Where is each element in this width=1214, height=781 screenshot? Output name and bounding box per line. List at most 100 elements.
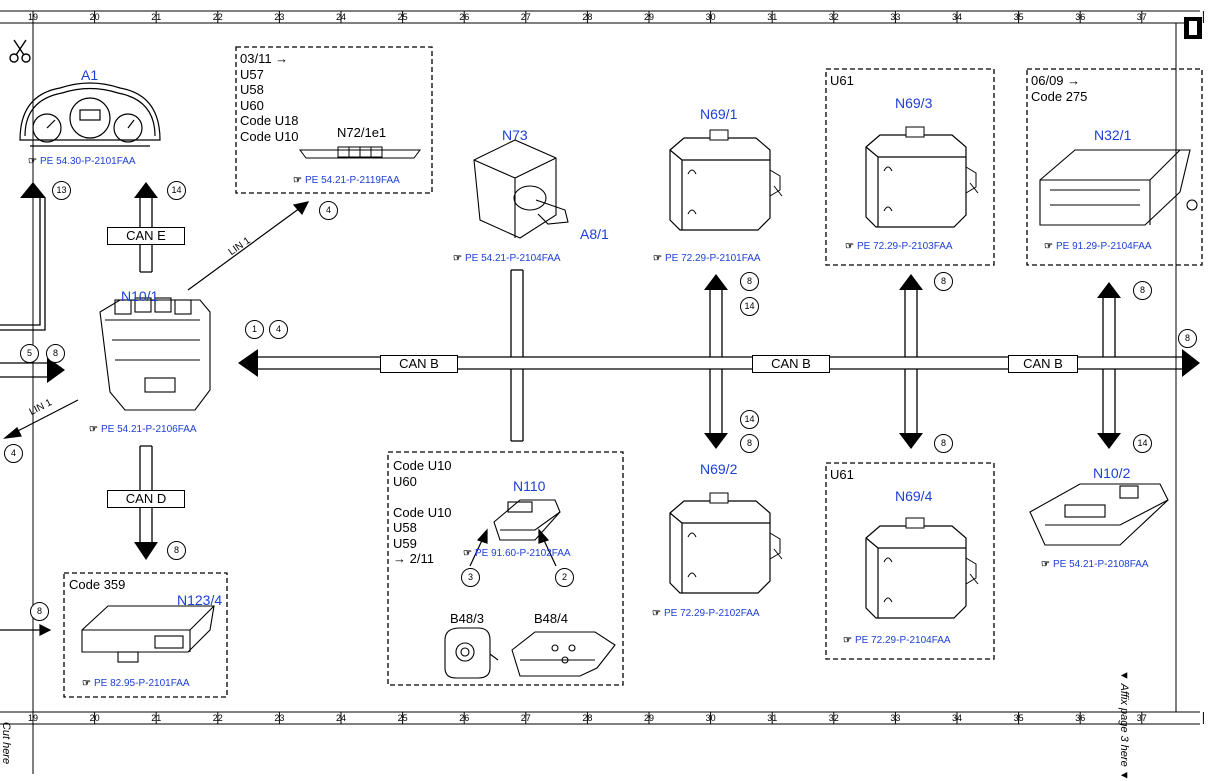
grid-tick-bottom: 35	[1013, 713, 1024, 723]
callout-8: 8	[30, 602, 49, 621]
pointer-icon: ☞	[1044, 241, 1053, 252]
n69-2-module-icon	[669, 492, 783, 594]
grid-tick-top: 35	[1013, 12, 1024, 22]
callout-14: 14	[167, 181, 186, 200]
n123-4-label: N123/4	[177, 592, 223, 608]
grid-tick-bottom: 28	[582, 713, 593, 723]
callout-2: 2	[555, 568, 574, 587]
n69-1-module-icon	[669, 129, 783, 231]
n32-1-ref[interactable]: ☞PE 91.29-P-2104FAA	[1044, 241, 1152, 252]
callout-13: 13	[52, 181, 71, 200]
grid-tick-bottom: 30	[705, 713, 716, 723]
manual-icon	[1184, 17, 1202, 39]
grid-tick-top: 26	[459, 12, 470, 22]
b48-3-sensor-icon	[444, 627, 499, 679]
can-left-bus	[0, 198, 46, 331]
grid-tick-top: 22	[212, 12, 223, 22]
n72-1e1-ref[interactable]: ☞PE 54.21-P-2119FAA	[293, 175, 400, 186]
n73-label: N73	[502, 127, 528, 143]
n123-4-ref[interactable]: ☞PE 82.95-P-2101FAA	[82, 678, 190, 689]
pointer-icon: ☞	[28, 156, 37, 167]
callout-8: 8	[740, 434, 759, 453]
callout-14: 14	[740, 297, 759, 316]
callout-5: 5	[20, 344, 39, 363]
can-b-label-1: CAN B	[380, 355, 458, 373]
grid-tick-bottom: 26	[459, 713, 470, 723]
n69-3-label: N69/3	[895, 95, 933, 111]
callout-14: 14	[740, 410, 759, 429]
grid-tick-top: 23	[274, 12, 285, 22]
grid-tick-bottom: 25	[397, 713, 408, 723]
affix-page-text: ▼ Affix page 3 here ▼	[1118, 670, 1130, 781]
callout-1: 1	[245, 320, 264, 339]
n73-ref[interactable]: ☞PE 54.21-P-2104FAA	[453, 253, 561, 264]
n69-2-label: N69/2	[700, 461, 738, 477]
callout-8: 8	[934, 434, 953, 453]
grid-tick-top: 31	[767, 12, 778, 22]
grid-tick-top: 20	[89, 12, 100, 22]
b48-4-sensor-icon	[511, 631, 616, 677]
n10-2-label: N10/2	[1093, 465, 1131, 481]
n110-module-icon	[493, 499, 561, 541]
pointer-icon: ☞	[653, 253, 662, 264]
can-b-label-2: CAN B	[752, 355, 830, 373]
grid-tick-bottom: 21	[151, 713, 162, 723]
n69-4-label: N69/4	[895, 488, 933, 504]
grid-tick-top: 36	[1075, 12, 1086, 22]
n69-1-label: N69/1	[700, 106, 738, 122]
n123-4-module-icon	[81, 605, 215, 663]
grid-tick-bottom: 24	[336, 713, 347, 723]
scissors-icon	[9, 39, 31, 63]
pointer-icon: ☞	[453, 253, 462, 264]
grid-tick-bottom: 34	[952, 713, 963, 723]
n72-1e1-label: N72/1e1	[337, 125, 387, 140]
n69-2-ref[interactable]: ☞PE 72.29-P-2102FAA	[652, 608, 760, 619]
pointer-icon: ☞	[843, 635, 852, 646]
dashed-boxes	[63, 46, 1203, 698]
pointer-icon: ☞	[82, 678, 91, 689]
sam-module-icon	[99, 297, 211, 411]
n10-2-ref[interactable]: ☞PE 54.21-P-2108FAA	[1041, 559, 1149, 570]
callout-4: 4	[269, 320, 288, 339]
n110-ref[interactable]: ☞PE 91.60-P-2102FAA	[463, 548, 571, 559]
n69-4-ref[interactable]: ☞PE 72.29-P-2104FAA	[843, 635, 951, 646]
n69-3-note: U61	[830, 73, 854, 88]
instrument-cluster-icon	[19, 82, 161, 147]
grid-tick-bottom: 31	[767, 713, 778, 723]
bus-arrows	[238, 274, 1200, 449]
grid-tick-top: 28	[582, 12, 593, 22]
overhead-control-icon	[299, 146, 421, 159]
grid-tick-bottom: 23	[274, 713, 285, 723]
n110-note: Code U10 U60 Code U10 U58 U59 → 2/11	[393, 458, 452, 566]
frame	[0, 10, 1200, 774]
n69-4-note: U61	[830, 467, 854, 482]
n69-4-module-icon	[865, 517, 979, 619]
n10-1-ref[interactable]: ☞PE 54.21-P-2106FAA	[89, 424, 197, 435]
pointer-icon: ☞	[463, 548, 472, 559]
n32-1-label: N32/1	[1094, 127, 1132, 143]
can-e-label: CAN E	[107, 227, 185, 245]
grid-tick-top: 34	[952, 12, 963, 22]
grid-tick-bottom: 32	[828, 713, 839, 723]
callout-14: 14	[1133, 434, 1152, 453]
callout-8: 8	[46, 344, 65, 363]
grid-tick-top: 27	[520, 12, 531, 22]
b48-4-label: B48/4	[534, 611, 568, 626]
pointer-icon: ☞	[293, 175, 302, 186]
grid-tick-top: 25	[397, 12, 408, 22]
n32-module-icon	[1039, 149, 1198, 226]
callout-8: 8	[1178, 329, 1197, 348]
a1-ref[interactable]: ☞PE 54.30-P-2101FAA	[28, 156, 136, 167]
callout-8: 8	[934, 272, 953, 291]
n69-1-ref[interactable]: ☞PE 72.29-P-2101FAA	[653, 253, 761, 264]
pointer-icon: ☞	[89, 424, 98, 435]
grid-tick-bottom: 20	[89, 713, 100, 723]
grid-tick-bottom: 22	[212, 713, 223, 723]
grid-tick-bottom: 29	[644, 713, 655, 723]
b48-3-label: B48/3	[450, 611, 484, 626]
grid-tick-top: 21	[151, 12, 162, 22]
n69-3-ref[interactable]: ☞PE 72.29-P-2103FAA	[845, 241, 953, 252]
a1-label: A1	[81, 67, 99, 83]
callout-4: 4	[4, 444, 23, 463]
